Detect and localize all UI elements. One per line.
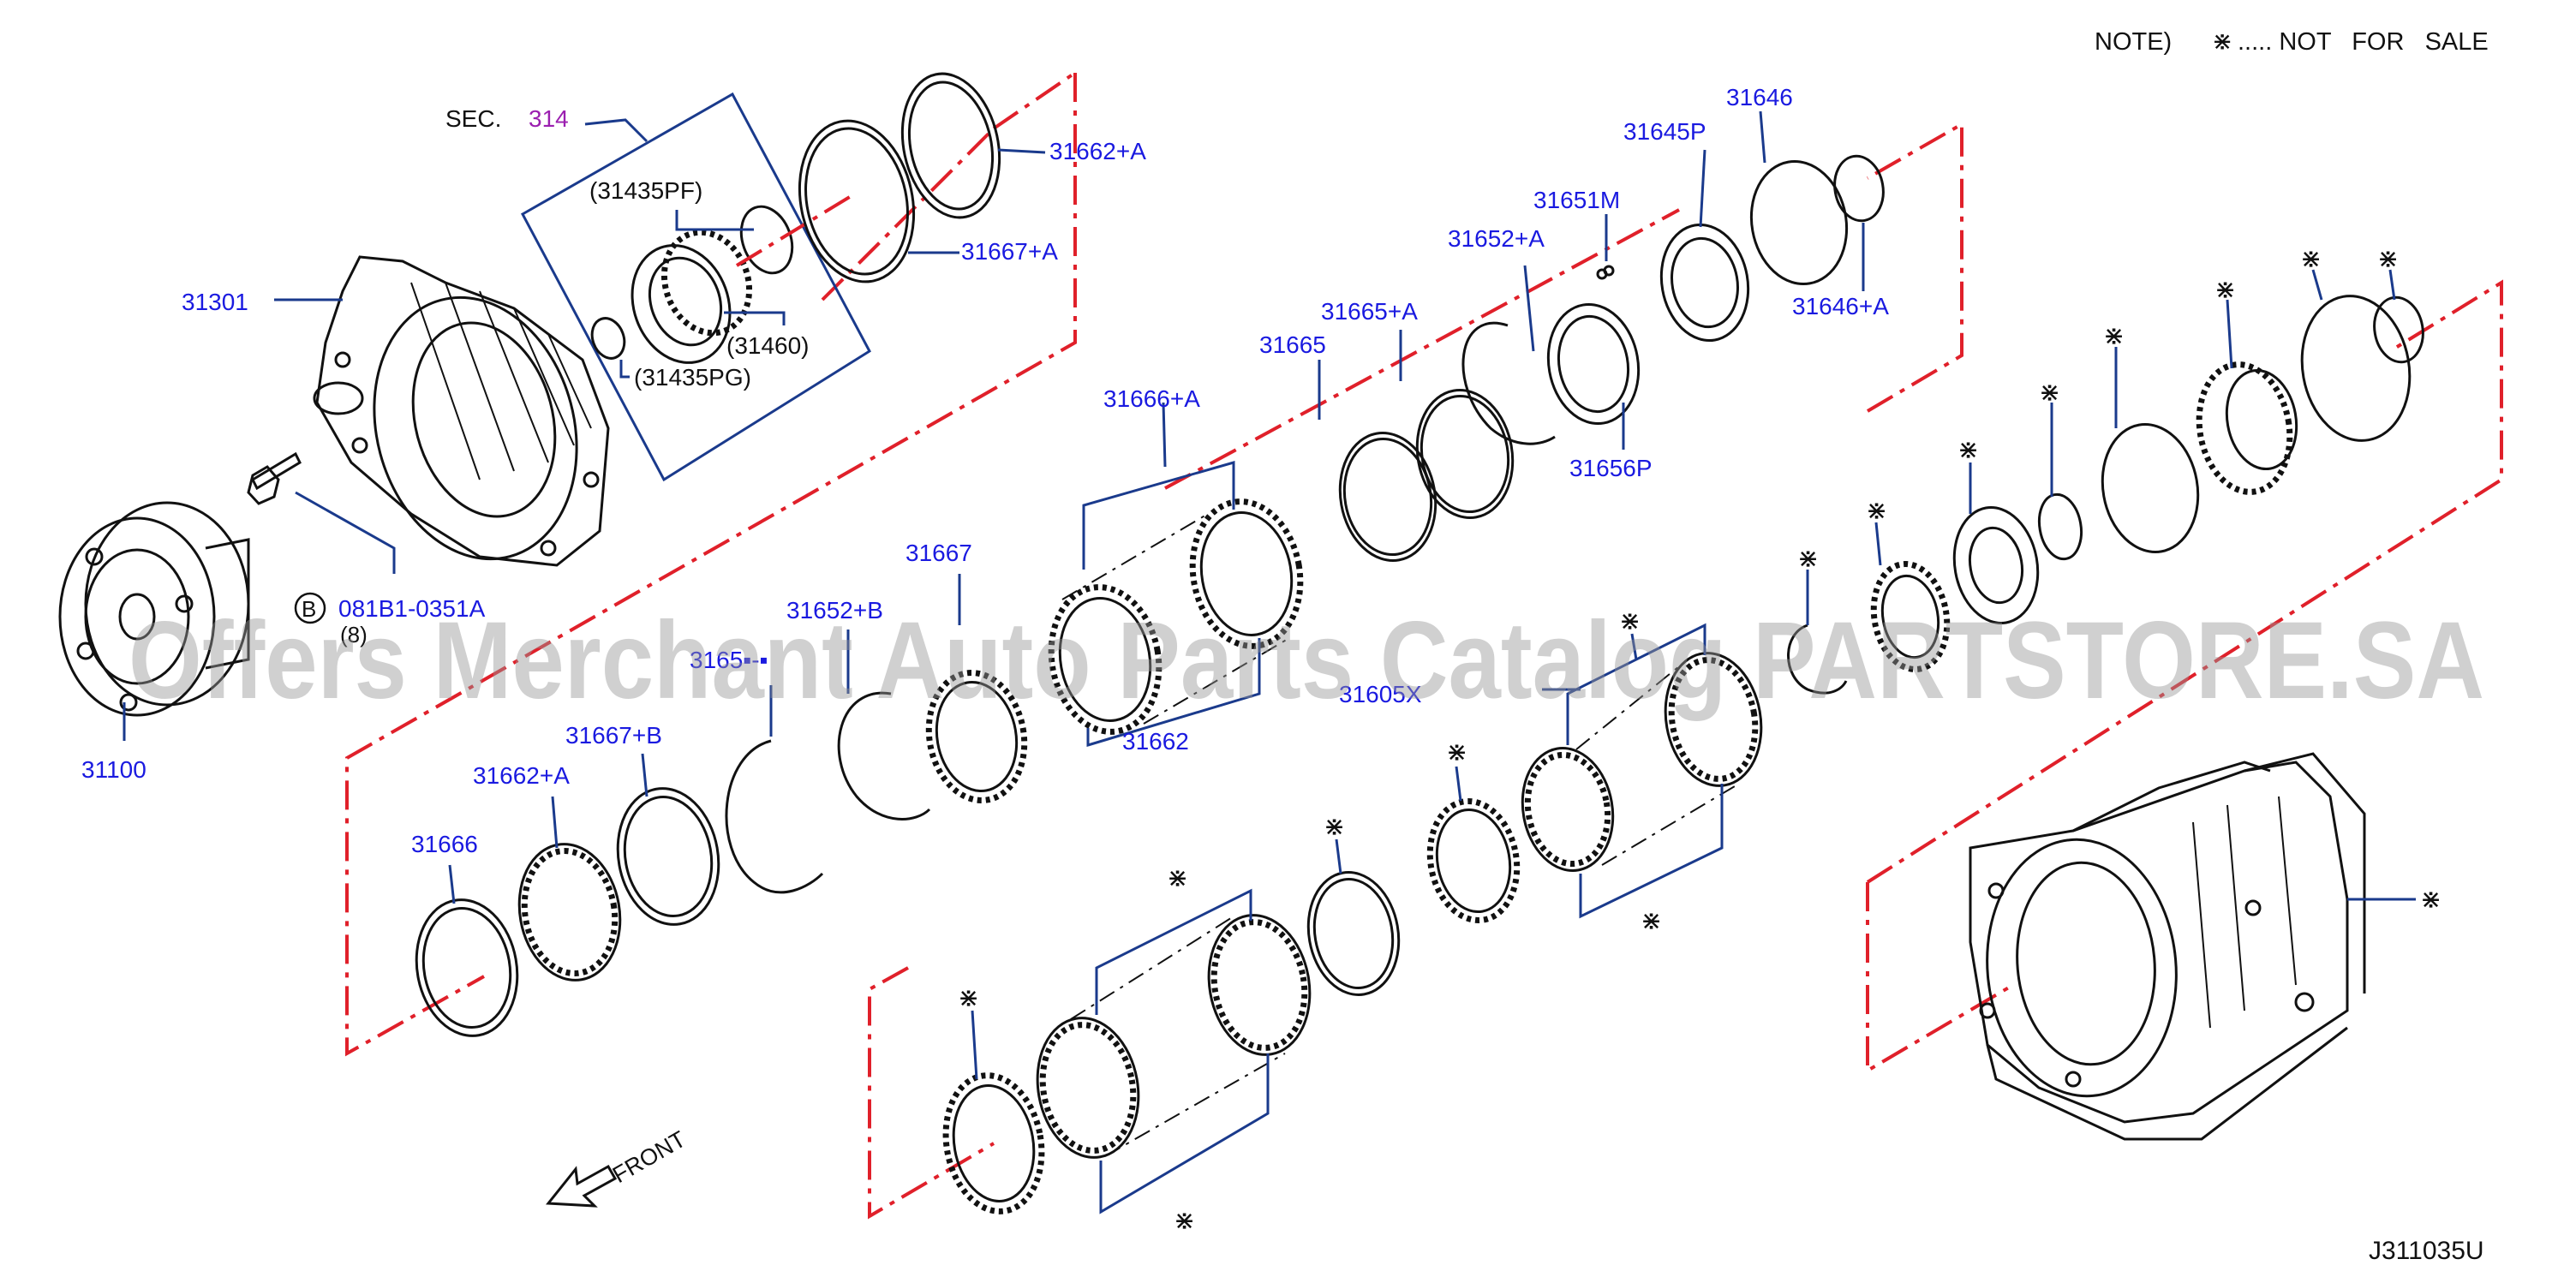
part-label-31662a-low[interactable]: 31662+A [473, 762, 570, 789]
leader-lines [123, 110, 2416, 1080]
part-label-31435pf: (31435PF) [589, 177, 702, 204]
converter-housing[interactable] [313, 255, 610, 582]
note-text: ..... NOT FOR SALE [2238, 28, 2489, 56]
nfs-marker: ⋇ [2103, 322, 2125, 350]
nfs-marker: ⋇ [1866, 497, 1887, 525]
part-labels: 31301 31100 B 081B1-0351A (8) (31435PF) … [81, 84, 1889, 857]
front-label: FRONT [608, 1126, 690, 1188]
part-label-31667a[interactable]: 31667+A [961, 238, 1058, 265]
diagram-code: J311035U [2369, 1237, 2484, 1265]
part-label-31652a[interactable]: 31652+A [1448, 225, 1545, 252]
part-label-31645p[interactable]: 31645P [1623, 118, 1706, 145]
nfs-marker: ⋇ [2300, 245, 2322, 273]
part-label-31662[interactable]: 31662 [1122, 728, 1189, 755]
part-label-31646a[interactable]: 31646+A [1792, 293, 1889, 319]
nfs-marker: ⋇ [1174, 1207, 1195, 1235]
part-label-31666a[interactable]: 31666+A [1103, 385, 1200, 412]
part-label-31100[interactable]: 31100 [81, 756, 146, 783]
sec-prefix: SEC. [445, 105, 501, 132]
planetary-group[interactable] [1866, 288, 2428, 676]
not-for-sale-markers: ⋇ ⋇ ⋇ ⋇ ⋇ ⋇ ⋇ ⋇ ⋇ ⋇ ⋇ ⋇ ⋇ ⋇ ⋇ ⋇ [958, 245, 2442, 1235]
red-centerlines [345, 71, 2503, 1220]
part-label-31605x[interactable]: 31605X [1339, 681, 1422, 707]
nfs-marker: ⋇ [2420, 886, 2442, 914]
part-label-31665[interactable]: 31665 [1259, 331, 1326, 358]
sec-number[interactable]: 314 [529, 105, 569, 132]
bolt-badge-circle [294, 592, 326, 624]
part-label-31646[interactable]: 31646 [1726, 84, 1793, 110]
nfs-marker: ⋇ [1324, 813, 1345, 841]
lower-clutch-pack[interactable] [935, 623, 1848, 1219]
front-arrow [546, 1164, 618, 1208]
rings-31662a-31667a[interactable] [786, 64, 1046, 292]
nfs-marker: ⋇ [1446, 738, 1467, 767]
watermark: Offers Merchant Auto Parts Catalog PARTS… [129, 600, 2484, 722]
nfs-marker: ⋇ [2214, 276, 2236, 304]
not-for-sale-symbol: ⋇ [2212, 28, 2232, 56]
part-label-31662a-top[interactable]: 31662+A [1049, 138, 1146, 164]
part-label-31667b[interactable]: 31667+B [565, 722, 662, 749]
transmission-case[interactable] [1969, 752, 2366, 1141]
nfs-marker: ⋇ [1797, 545, 1819, 573]
part-label-3165x[interactable]: 3165▪-▪ [690, 647, 768, 673]
part-label-31651m[interactable]: 31651M [1533, 187, 1620, 213]
part-label-081b1[interactable]: 081B1-0351A [338, 595, 486, 622]
nfs-marker: ⋇ [1619, 607, 1641, 636]
nfs-marker: ⋇ [1167, 864, 1188, 892]
part-label-31656p[interactable]: 31656P [1569, 455, 1653, 481]
part-label-31665a[interactable]: 31665+A [1321, 298, 1418, 325]
part-label-31667[interactable]: 31667 [905, 540, 972, 566]
part-label-31301[interactable]: 31301 [182, 289, 248, 315]
nfs-marker: ⋇ [958, 984, 979, 1012]
not-for-sale-note: NOTE) ⋇ ..... NOT FOR SALE [2095, 28, 2489, 56]
part-label-31460: (31460) [726, 332, 810, 359]
note-prefix: NOTE) [2095, 28, 2172, 56]
nfs-marker: ⋇ [2377, 245, 2399, 273]
part-label-31435pg: (31435PG) [634, 364, 751, 391]
sec-314-box [520, 92, 871, 482]
nfs-marker: ⋇ [1957, 436, 1979, 464]
bolt-badge-letter: B [302, 596, 316, 622]
bolt-081b1[interactable] [247, 451, 302, 505]
torque-converter[interactable] [58, 501, 250, 717]
bolt-quantity: (8) [340, 622, 368, 647]
part-label-31666[interactable]: 31666 [411, 831, 478, 857]
nfs-marker: ⋇ [2039, 379, 2060, 407]
part-label-31652b[interactable]: 31652+B [786, 597, 883, 624]
nfs-marker: ⋇ [1641, 907, 1662, 935]
